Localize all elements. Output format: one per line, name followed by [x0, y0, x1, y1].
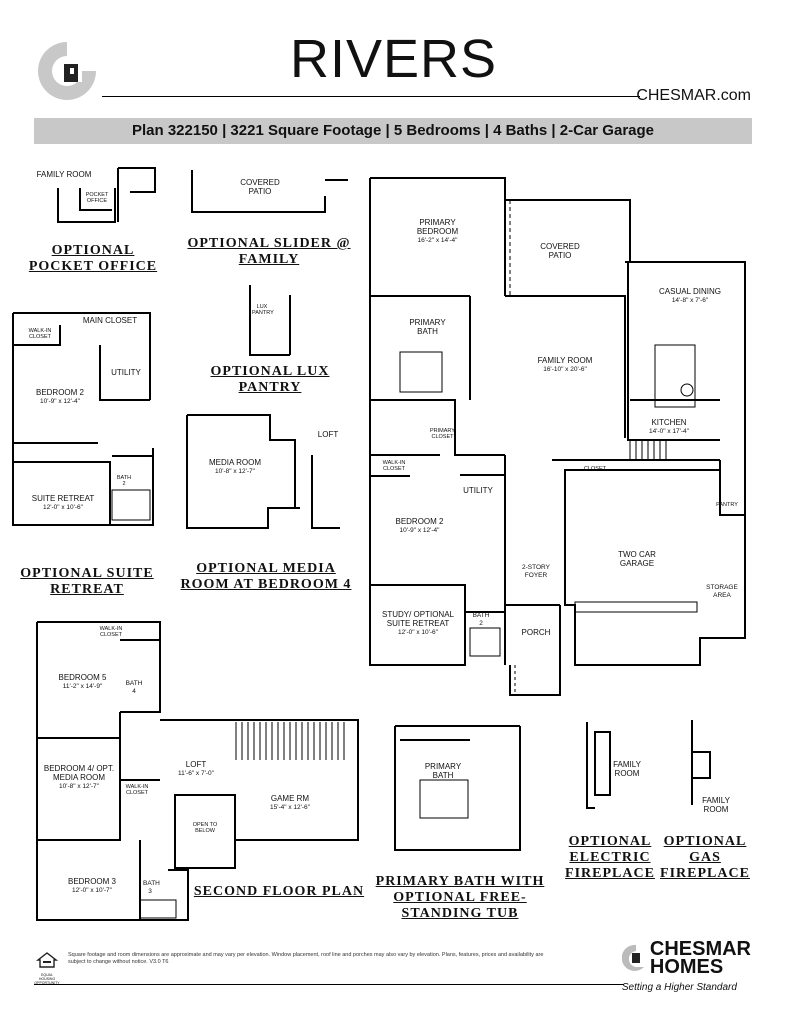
room-closet: CLOSET — [583, 466, 606, 472]
room-storage-area: STORAGE AREA — [706, 584, 738, 599]
room-bath2: BATH 2 — [472, 612, 490, 627]
chesmar-homes-brand: CHESMAR HOMES Setting a Higher Standard — [621, 938, 751, 993]
disclaimer: Square footage and room dimensions are a… — [68, 952, 544, 965]
room-lux-pantry: LUX PANTRY — [252, 304, 274, 316]
label-optional-slider: OPTIONAL SLIDER @ FAMILY — [187, 236, 351, 267]
room-sr-utility: UTILITY — [111, 368, 141, 377]
label-optional-suite-retreat: OPTIONAL SUITE RETREAT — [20, 566, 154, 597]
room-sr-bath2: BATH 2 — [116, 475, 132, 487]
room-open-below: OPEN TO BELOW — [192, 822, 218, 834]
room-bath3: BATH 3 — [143, 880, 160, 895]
room-walkin-closet: WALK-IN CLOSET — [382, 460, 406, 472]
room-sf-walkin: WALK-IN CLOSET — [99, 626, 123, 638]
label-optional-pocket-office: OPTIONAL POCKET OFFICE — [28, 243, 158, 274]
label-second-floor-plan: SECOND FLOOR PLAN — [193, 884, 365, 899]
footer-rule — [34, 984, 624, 985]
room-utility: UTILITY — [463, 486, 493, 495]
house-icon — [35, 952, 59, 968]
room-primary-bath: PRIMARY BATH — [409, 318, 446, 336]
room-pocket-office: POCKET OFFICE — [85, 192, 109, 204]
room-slider-patio: COVERED PATIO — [240, 178, 280, 196]
room-sr-main-closet: MAIN CLOSET — [82, 316, 138, 325]
room-efp-family: FAMILY ROOM — [613, 760, 641, 778]
room-sf-walkin2: WALK-IN CLOSET — [125, 784, 149, 796]
label-optional-lux-pantry: OPTIONAL LUX PANTRY — [210, 364, 330, 395]
plan-info-bar: Plan 322150 | 3221 Square Footage | 5 Be… — [34, 118, 752, 144]
page-title: RIVERS — [289, 29, 498, 89]
room-foyer: 2-STORY FOYER — [522, 564, 550, 579]
room-two-car-garage: TWO CAR GARAGE — [618, 550, 656, 568]
room-pocket-family: FAMILY ROOM — [36, 170, 92, 179]
room-media-loft: LOFT — [317, 430, 339, 439]
room-porch: PORCH — [521, 628, 551, 637]
room-pantry: PANTRY — [716, 502, 738, 508]
website-link[interactable]: CHESMAR.com — [636, 87, 751, 104]
room-covered-patio: COVERED PATIO — [540, 242, 580, 260]
equal-housing-icon: EQUAL HOUSING OPPORTUNITY — [34, 952, 60, 985]
chesmar-brand-icon — [621, 944, 644, 971]
room-bath4: BATH 4 — [125, 680, 143, 695]
label-primary-bath-tub: PRIMARY BATH WITH OPTIONAL FREE-STANDING… — [375, 874, 545, 921]
label-optional-media-room: OPTIONAL MEDIA ROOM AT BEDROOM 4 — [180, 561, 352, 592]
label-optional-electric-fireplace: OPTIONAL ELECTRIC FIREPLACE — [565, 834, 655, 881]
room-primary-closet: PRIMARY CLOSET — [430, 428, 455, 440]
room-gfp-family: FAMILY ROOM — [702, 796, 730, 814]
room-pb-tub: PRIMARY BATH — [424, 762, 462, 780]
chesmar-logo-icon — [38, 42, 96, 100]
header-rule — [102, 96, 640, 97]
room-sr-walkin: WALK-IN CLOSET — [28, 328, 52, 340]
label-optional-gas-fireplace: OPTIONAL GAS FIREPLACE — [660, 834, 750, 881]
